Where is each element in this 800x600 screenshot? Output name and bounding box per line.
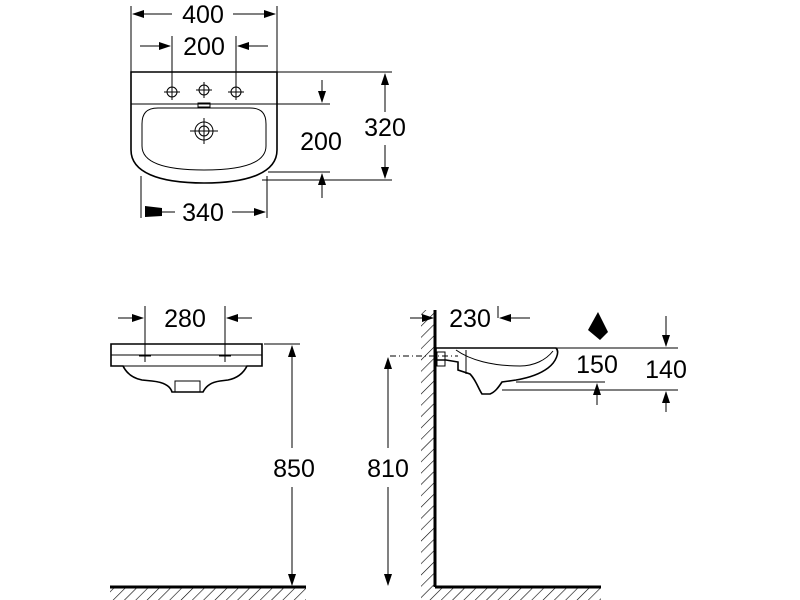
basin-outline-top bbox=[130, 71, 278, 184]
tap-marker-icon bbox=[588, 312, 608, 340]
dimension-230: 230 bbox=[449, 305, 491, 333]
dimension-320: 320 bbox=[364, 114, 406, 142]
front-hole-left-icon bbox=[139, 350, 151, 362]
tap-hole-left-icon bbox=[164, 84, 180, 100]
top-view: 400 200 bbox=[130, 1, 406, 227]
basin-outline-front bbox=[110, 343, 263, 393]
dimension-200-taps: 200 bbox=[183, 33, 225, 61]
dimension-280: 280 bbox=[164, 305, 206, 333]
dimension-340: 340 bbox=[182, 199, 224, 227]
front-view: 280 850 bbox=[110, 305, 315, 600]
floor-hatch-side bbox=[421, 587, 601, 600]
basin-profile-side bbox=[435, 347, 559, 395]
bowl-inner-top bbox=[141, 107, 267, 171]
wall-hatch bbox=[421, 310, 435, 587]
tap-hole-center-icon bbox=[196, 82, 212, 98]
dimension-200-depth: 200 bbox=[300, 128, 342, 156]
front-hole-right-icon bbox=[219, 350, 231, 362]
dimension-140: 140 bbox=[645, 356, 687, 384]
dimension-810: 810 bbox=[367, 455, 409, 483]
dimension-150: 150 bbox=[576, 351, 618, 379]
dimension-850: 850 bbox=[273, 455, 315, 483]
side-view: 230 150 140 810 bbox=[367, 305, 687, 600]
floor-hatch-front bbox=[110, 587, 306, 600]
wall-bracket-icon bbox=[436, 351, 446, 367]
drain-icon bbox=[190, 118, 218, 144]
dimension-400: 400 bbox=[182, 1, 224, 29]
tap-hole-right-icon bbox=[228, 84, 244, 100]
